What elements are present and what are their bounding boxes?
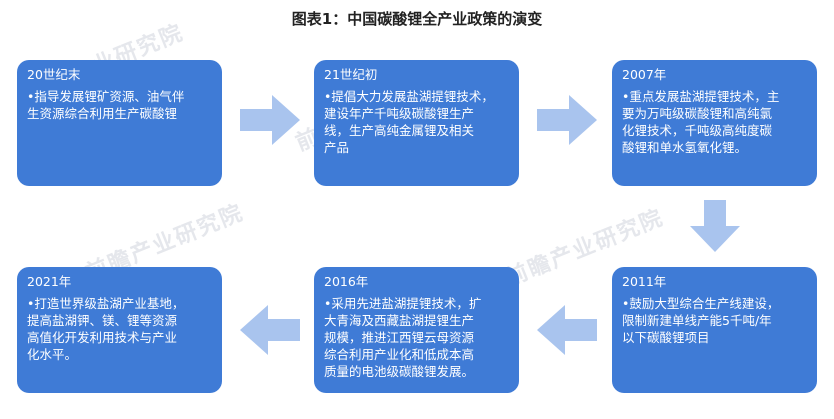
box-year: 2011年 [622, 274, 667, 289]
arrow-right-icon [240, 95, 300, 145]
box-year: 20世纪末 [27, 67, 81, 82]
box-description: •重点发展盐湖提锂技术，主 要为万吨级碳酸锂和高纯氯 化锂技术，千吨级高纯度碳 … [622, 89, 780, 155]
box-description: •采用先进盐湖提锂技术，扩 大青海及西藏盐湖提锂生产 规模，推进江西锂云母资源 … [324, 296, 482, 379]
box-year: 2016年 [324, 274, 369, 289]
arrow-right-icon [537, 95, 597, 145]
box-description: •打造世界级盐湖产业基地， 提高盐湖钾、镁、锂等资源 高值化开发利用技术与产业 … [27, 296, 185, 362]
arrow-left-icon [537, 305, 597, 355]
box-year: 2007年 [622, 67, 667, 82]
timeline-box-20th-century-end: 20世纪末 •指导发展锂矿资源、油气伴 生资源综合利用生产碳酸锂 [17, 60, 222, 186]
timeline-box-2007: 2007年 •重点发展盐湖提锂技术，主 要为万吨级碳酸锂和高纯氯 化锂技术，千吨… [612, 60, 817, 186]
arrow-down-icon [690, 200, 740, 252]
timeline-box-2021: 2021年 •打造世界级盐湖产业基地， 提高盐湖钾、镁、锂等资源 高值化开发利用… [17, 267, 222, 393]
box-year: 21世纪初 [324, 67, 378, 82]
arrow-left-icon [240, 305, 300, 355]
box-year: 2021年 [27, 274, 72, 289]
box-description: •提倡大力发展盐湖提锂技术， 建设年产千吨级碳酸锂生产 线，生产高纯金属锂及相关… [324, 89, 494, 155]
timeline-box-2011: 2011年 •鼓励大型综合生产线建设， 限制新建单线产能5千吨/年 以下碳酸锂项… [612, 267, 817, 393]
timeline-box-2016: 2016年 •采用先进盐湖提锂技术，扩 大青海及西藏盐湖提锂生产 规模，推进江西… [314, 267, 519, 393]
diagram-title: 图表1：中国碳酸锂全产业政策的演变 [291, 10, 543, 28]
timeline-box-21st-century-start: 21世纪初 •提倡大力发展盐湖提锂技术， 建设年产千吨级碳酸锂生产 线，生产高纯… [314, 60, 519, 186]
box-description: •指导发展锂矿资源、油气伴 生资源综合利用生产碳酸锂 [27, 89, 185, 121]
box-description: •鼓励大型综合生产线建设， 限制新建单线产能5千吨/年 以下碳酸锂项目 [622, 296, 780, 345]
